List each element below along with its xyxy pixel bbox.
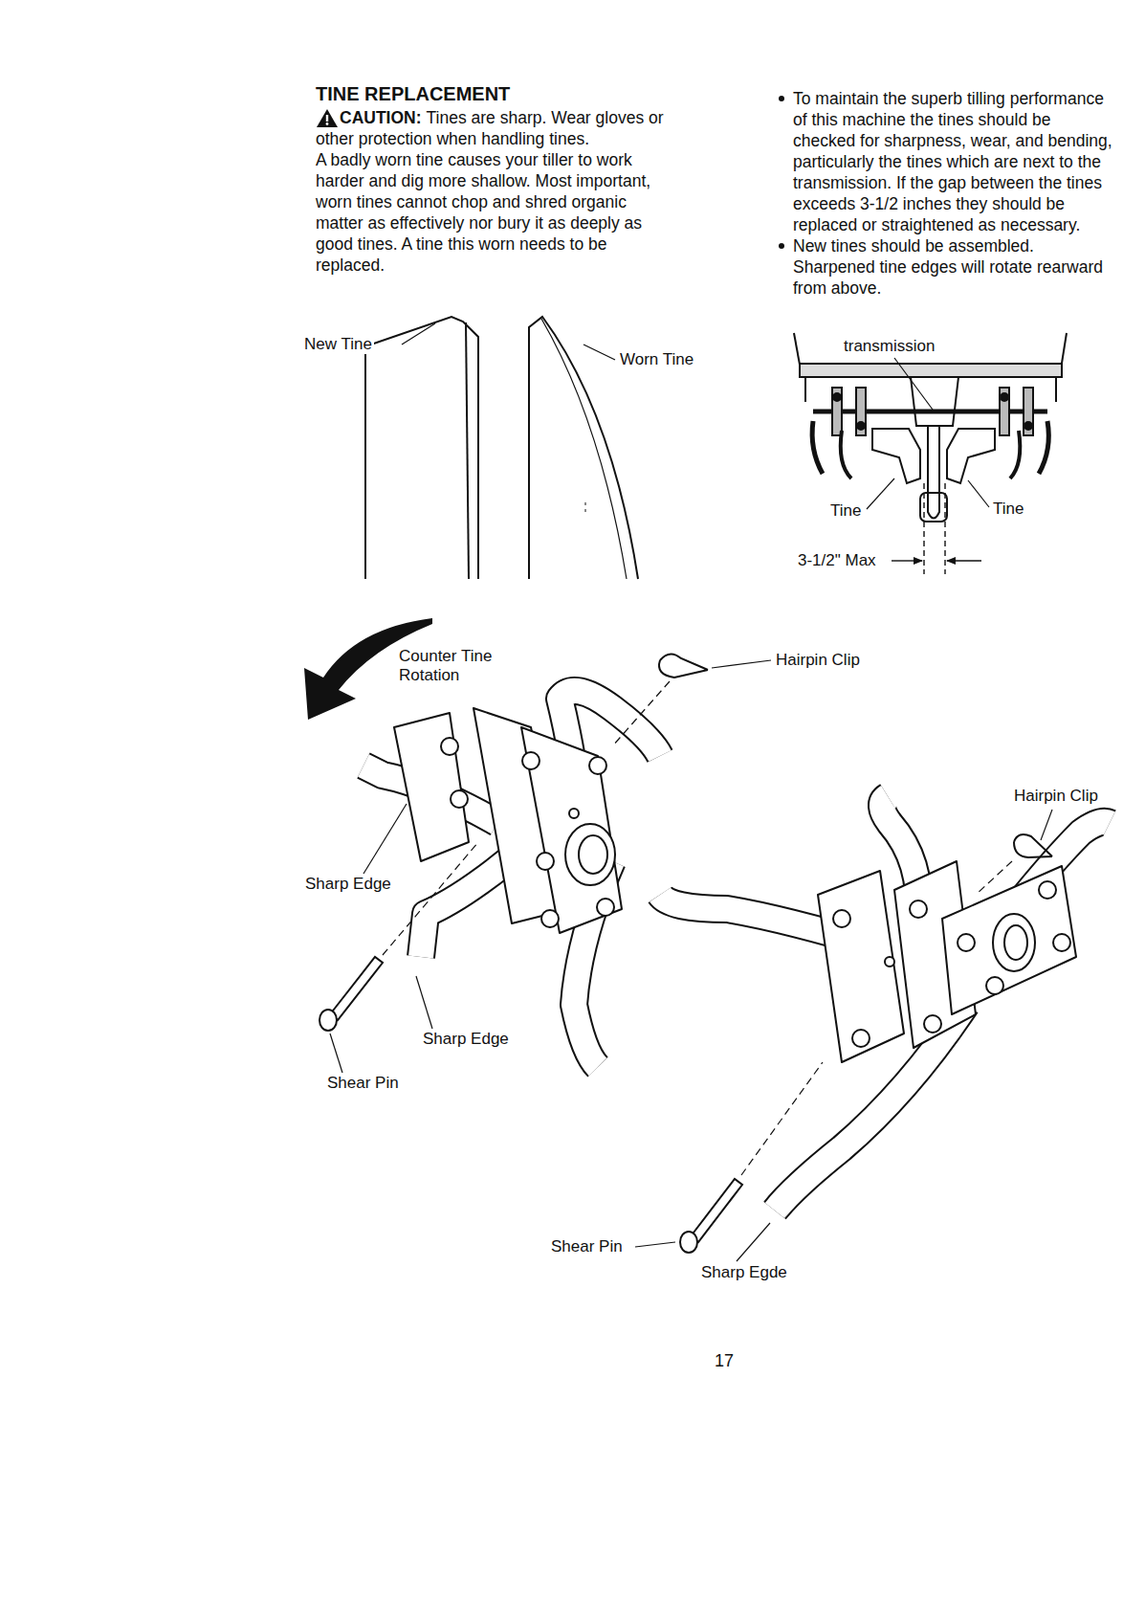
- bullet-dot: [778, 242, 785, 249]
- part-label: Worn Tine: [617, 350, 696, 370]
- caution-note: CAUTION:Tines are sharp. Wear gloves or …: [315, 107, 678, 150]
- part-label: Tine: [990, 499, 1026, 519]
- part-label: Shear Pin: [325, 1073, 401, 1093]
- bullet-item: To maintain the superb tilling performan…: [776, 88, 1118, 236]
- part-label: Shear Pin: [549, 1236, 625, 1256]
- part-label: transmission: [841, 336, 937, 356]
- transmission-detail: [793, 332, 1067, 522]
- warning-symbol: [316, 109, 338, 128]
- part-label: New Tine: [302, 334, 375, 354]
- assembly-lines: [382, 681, 1013, 1175]
- page-number: 17: [712, 1350, 736, 1370]
- part-label: Sharp Egde: [699, 1262, 790, 1282]
- part-label: Hairpin Clip: [1012, 786, 1101, 806]
- part-label: Tine: [828, 501, 863, 521]
- part-label: Hairpin Clip: [773, 650, 862, 670]
- left-tine-assembly: [363, 690, 661, 1067]
- page-title: TINE REPLACEMENT: [315, 82, 510, 106]
- tine-comparison: [365, 316, 639, 579]
- body-paragraph: A badly worn tine causes your tiller to …: [315, 149, 678, 276]
- bullet-list: To maintain the superb tilling performan…: [776, 88, 1118, 299]
- dimension-label: 3-1/2" Max: [795, 550, 879, 571]
- leader-lines: [330, 323, 1053, 1261]
- right-tine-assembly: [660, 795, 1110, 1211]
- part-label: Sharp Edge: [420, 1029, 511, 1049]
- bullet-text: New tines should be assembled. Sharpened…: [792, 236, 1103, 298]
- bullet-text: To maintain the superb tilling performan…: [792, 88, 1113, 235]
- rotation-label: Counter Tine Rotation: [396, 646, 508, 685]
- bullet-item: New tines should be assembled. Sharpened…: [776, 235, 1118, 299]
- part-label: Sharp Edge: [303, 874, 394, 894]
- hardware: [319, 653, 1053, 1253]
- bullet-dot: [778, 95, 785, 102]
- caution-word: CAUTION:: [339, 108, 422, 128]
- dimension-lines: [891, 483, 982, 574]
